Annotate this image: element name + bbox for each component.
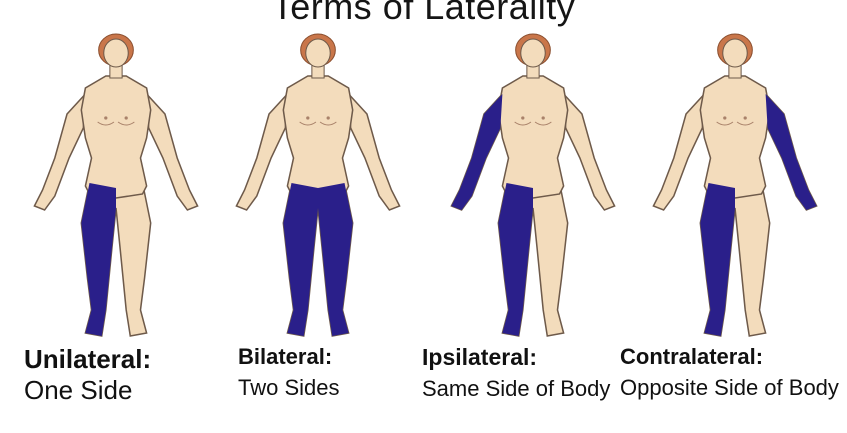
term-unilateral: Unilateral: (24, 345, 151, 374)
desc-ipsilateral: Same Side of Body (422, 377, 622, 402)
desc-bilateral: Two Sides (238, 376, 408, 401)
figure-unilateral (34, 34, 197, 336)
label-bilateral: Bilateral: Two Sides (238, 345, 408, 400)
term-contralateral: Contralateral: (620, 345, 840, 370)
label-ipsilateral: Ipsilateral: Same Side of Body (422, 345, 622, 401)
figure-contralateral (653, 34, 816, 336)
figure-ipsilateral (451, 34, 614, 336)
desc-contralateral: Opposite Side of Body (620, 376, 840, 401)
figure-bilateral (236, 34, 399, 336)
label-contralateral: Contralateral: Opposite Side of Body (620, 345, 840, 400)
term-bilateral: Bilateral: (238, 345, 408, 370)
term-ipsilateral: Ipsilateral: (422, 345, 622, 371)
label-unilateral: Unilateral: One Side (24, 345, 151, 405)
figures-illustration (0, 0, 847, 345)
desc-unilateral: One Side (24, 376, 151, 405)
